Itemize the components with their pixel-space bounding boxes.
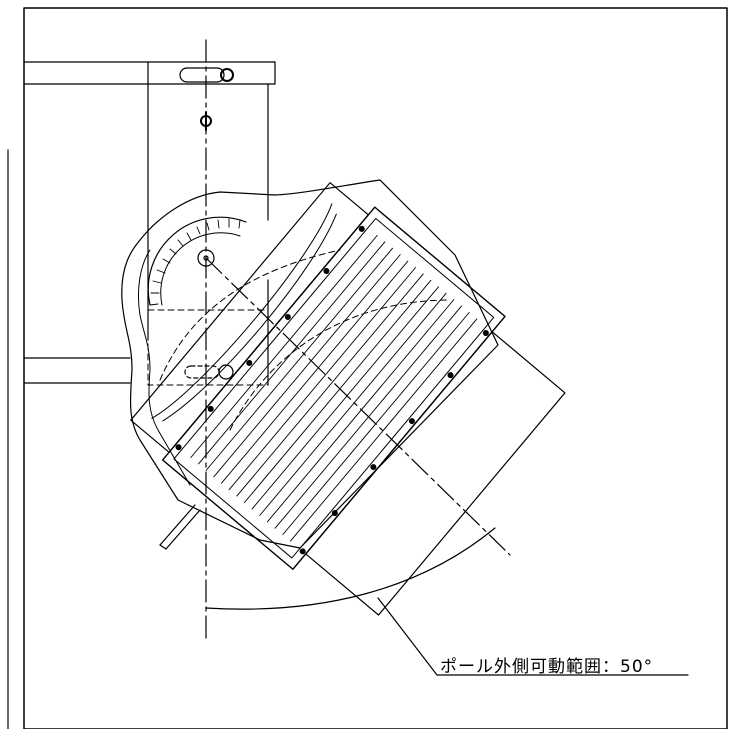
bracket-outline [121,179,499,549]
hidden-lines [147,249,451,431]
fixture-axis [205,257,511,556]
handle-rod [159,504,201,550]
lower-beam [23,357,131,384]
drawing-frame [23,7,728,729]
protractor-arc [147,216,247,306]
range-annotation: ポール外側可動範囲：50° [440,657,654,677]
lens-box [305,331,566,616]
slot [179,67,225,83]
protractor-ticks [149,218,241,306]
housing-bolts [175,225,489,555]
top-beam [23,61,276,85]
slot-bolt [220,68,234,82]
range-arc [205,527,496,610]
pivot-hole [197,249,215,267]
light-housing [130,182,566,616]
leader-line [377,597,689,676]
